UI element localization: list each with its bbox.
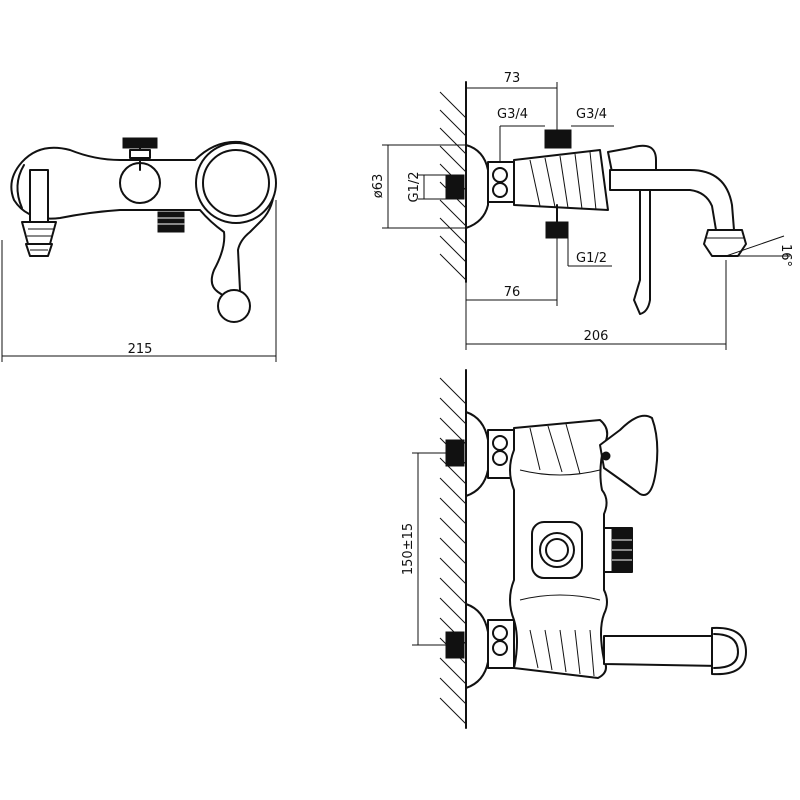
thread-top-left: G3/4 [497,107,528,122]
thread-top-right: G3/4 [576,107,607,122]
wall-hatch-top [439,91,467,281]
wall-hatch-bottom [439,377,467,725]
dim-top: 73 [504,71,521,86]
front-view: 215 [1,137,277,362]
dim-front-width: 215 [128,342,153,357]
dim-angle: 16° [778,244,793,267]
side-view: 16° ø63 G1/2 73 G3/4 G3/4 G1/2 76 [371,71,793,350]
dim-overall: 206 [584,329,609,344]
dim-centers: 150±15 [401,523,416,575]
thread-outlet: G1/2 [576,251,607,266]
top-view: 150±15 [401,369,747,729]
dim-inlet: G1/2 [407,172,422,203]
dim-diameter: ø63 [371,174,386,199]
dim-outlet-depth: 76 [504,285,521,300]
